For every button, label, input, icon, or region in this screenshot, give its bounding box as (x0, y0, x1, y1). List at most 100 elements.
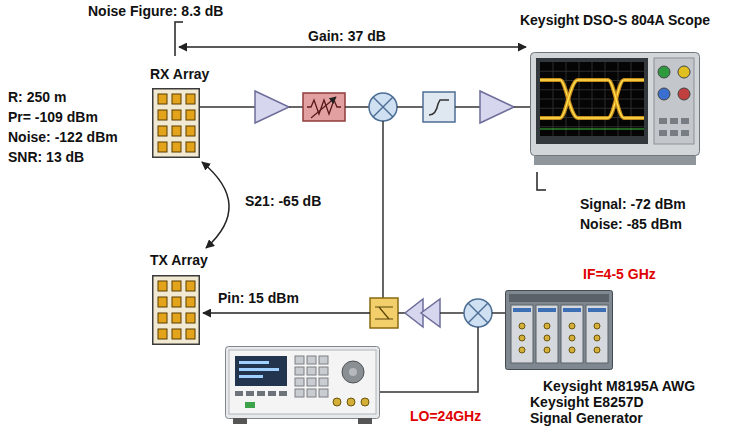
module-stripe (538, 308, 556, 312)
mixer-cross (373, 97, 393, 117)
array-board (153, 276, 200, 345)
spec-label: SNR: 13 dB (8, 149, 84, 165)
rf-connector (569, 335, 575, 341)
lna-amplifier (255, 91, 289, 123)
keypad-key (307, 356, 316, 364)
scope-knob (658, 88, 670, 100)
keypad-key (295, 389, 304, 397)
soft-key (246, 391, 254, 396)
instrument-label: Keysight M8195A AWG (543, 378, 695, 394)
coupling-arrow (202, 162, 229, 248)
front-panel (229, 350, 376, 414)
instrument-foot (233, 418, 247, 424)
keypad-key (307, 389, 316, 397)
rf-connector (569, 323, 575, 329)
rf-connector (519, 347, 525, 353)
patch-element (186, 110, 195, 120)
generator-body (226, 347, 380, 419)
coupler-box (370, 298, 398, 328)
patch-element (186, 313, 195, 323)
chassis-bar (509, 294, 609, 302)
patch-element (172, 142, 181, 152)
if-wire (455, 106, 480, 108)
tuning-knob (342, 361, 364, 383)
spec-label: Pr= -109 dBm (8, 109, 98, 125)
awg-module (536, 305, 558, 363)
rf-wire (200, 106, 255, 108)
oscilloscope-picture (530, 52, 700, 166)
awg-module (561, 305, 583, 363)
mixer-symbol (369, 93, 397, 121)
module-stripe (513, 308, 531, 312)
keypad-key (295, 378, 304, 386)
grid-line (605, 62, 606, 136)
patch-element (186, 94, 195, 104)
control-panel (654, 58, 694, 144)
power-button (245, 402, 255, 408)
spec-label: Noise: -85 dBm (580, 216, 682, 232)
patch-element (158, 142, 167, 152)
patch-element (186, 297, 195, 307)
module-stripe (563, 308, 581, 312)
awg-instrument: Keysight M8195A AWG (505, 290, 696, 394)
tx-array-picture (152, 275, 200, 345)
patch-element (158, 313, 167, 323)
instrument-label: TX Array (150, 252, 208, 268)
rf-wire (289, 106, 303, 108)
display-line (239, 375, 263, 378)
scope-button (681, 118, 689, 124)
gain-span-arrow (179, 46, 526, 48)
rf-connector (544, 323, 550, 329)
tx-array: TX Array (150, 252, 208, 345)
if-wire (514, 106, 530, 108)
spec-label: LO=24GHz (410, 408, 481, 424)
patch-element (172, 281, 181, 291)
patch-element (158, 329, 167, 339)
mixer-cross (373, 97, 393, 117)
patch-element (158, 126, 167, 136)
eye-trace (540, 80, 644, 118)
edge-label: S21: -65 dB (245, 193, 321, 209)
rf-connector (569, 347, 575, 353)
attenuator-box (303, 93, 345, 121)
generator-display (235, 356, 287, 386)
scope-screen (540, 62, 644, 136)
rf-connector (544, 347, 550, 353)
display-line (239, 368, 279, 371)
scope-body (531, 53, 700, 156)
mixer-symbol (464, 299, 492, 327)
patch-element (186, 126, 195, 136)
scope-knob (678, 66, 690, 78)
spec-label: Noise Figure: 8.3 dB (88, 3, 223, 19)
scope-knob (678, 88, 690, 100)
oscilloscope: Keysight DSO-S 804A Scope (515, 8, 715, 166)
if-amplifier (480, 91, 514, 123)
mixer-cross (468, 303, 488, 323)
lo-wire (380, 327, 478, 392)
filter-box (423, 92, 455, 122)
eye-trace (540, 80, 644, 118)
scope-button (659, 130, 667, 136)
rf-connector (333, 398, 341, 406)
scope-button (670, 118, 678, 124)
patch-element (172, 297, 181, 307)
instrument-label: RX Array (150, 66, 209, 82)
keypad-key (319, 389, 328, 397)
rf-connector (519, 323, 525, 329)
keypad-key (307, 367, 316, 375)
scope-base (534, 156, 696, 165)
grid-line (540, 108, 644, 109)
screen-bezel (536, 58, 648, 144)
spec-label: R: 250 m (8, 89, 66, 105)
soft-key (279, 391, 287, 396)
spec-label: Gain: 37 dB (308, 28, 386, 44)
patch-element (158, 281, 167, 291)
keypad-key (319, 378, 328, 386)
rf-connector (594, 347, 600, 353)
spec-label: Pin: 15 dBm (218, 290, 299, 306)
soft-key (268, 391, 276, 396)
rf-connector (594, 323, 600, 329)
keypad-key (307, 378, 316, 386)
spec-label: IF=4-5 GHz (583, 266, 656, 282)
